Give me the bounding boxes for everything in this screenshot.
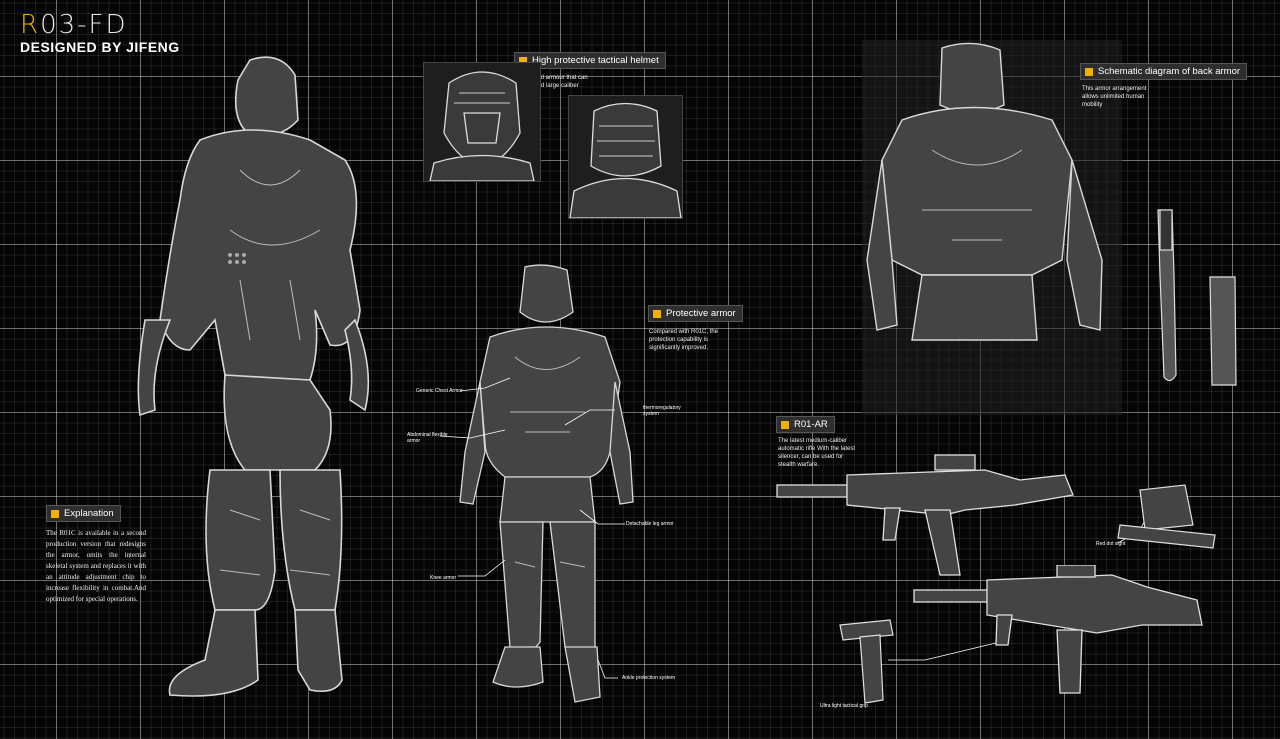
explanation-label: Explanation — [64, 508, 114, 519]
helmet-label: High protective tactical helmet — [532, 55, 659, 66]
title-accent-letter: R — [20, 10, 41, 40]
explanation-text: The R01C is available in a second produc… — [46, 529, 146, 603]
back-label: Schematic diagram of back armor — [1098, 66, 1241, 77]
back-armor-figure — [862, 40, 1122, 415]
helmet-front-image — [423, 62, 541, 182]
red-dot-sight-icon — [1117, 484, 1216, 549]
callout-red-dot: Red dot sight — [1096, 541, 1126, 547]
helmet-label-tag: High protective tactical helmet — [514, 52, 666, 69]
callout-thermo: thermoregulatory system — [643, 405, 681, 417]
rifle-label-tag: R01-AR — [776, 416, 835, 433]
accent-square-icon — [1085, 67, 1093, 76]
armor-label-tag: Protective armor — [648, 305, 743, 322]
armor-description: Compared with R01C, the protection capab… — [649, 329, 719, 351]
helmet-back-image — [568, 95, 683, 219]
rifle-description: The latest medium-caliber automatic rifl… — [778, 438, 856, 468]
back-description: This armor arrangement allows unlimited … — [1082, 86, 1147, 108]
callout-ankle: Ankle protection system — [622, 675, 676, 681]
accent-square-icon — [519, 56, 527, 65]
callout-knee: Knee armor — [430, 575, 457, 581]
rifle-side-view-1 — [776, 454, 1074, 576]
tactical-grip-icon — [839, 619, 894, 704]
callout-leg: Detachable leg armor — [626, 521, 674, 527]
title-rest: 03-FD — [40, 10, 128, 40]
page-subtitle: DESIGNED BY JIFENG — [20, 39, 180, 55]
armor-label: Protective armor — [666, 308, 736, 319]
rifle-side-view-2 — [913, 565, 1203, 694]
front-armor-figure — [459, 264, 634, 703]
accent-square-icon — [653, 309, 661, 318]
callout-abdominal: Abdominal flexible armor — [407, 432, 448, 444]
callout-grip: Ultra light tactical grip — [820, 703, 868, 709]
accent-square-icon — [51, 509, 59, 518]
explanation-label-tag: Explanation — [46, 505, 121, 522]
rear-armor-figure — [137, 56, 370, 697]
callout-chest: Generic Chest Armor — [416, 388, 463, 394]
knife-icon — [1157, 209, 1237, 386]
rifle-label: R01-AR — [794, 419, 828, 430]
page-title: R03-FD — [20, 10, 128, 40]
accent-square-icon — [781, 420, 789, 429]
back-label-tag: Schematic diagram of back armor — [1080, 63, 1248, 80]
